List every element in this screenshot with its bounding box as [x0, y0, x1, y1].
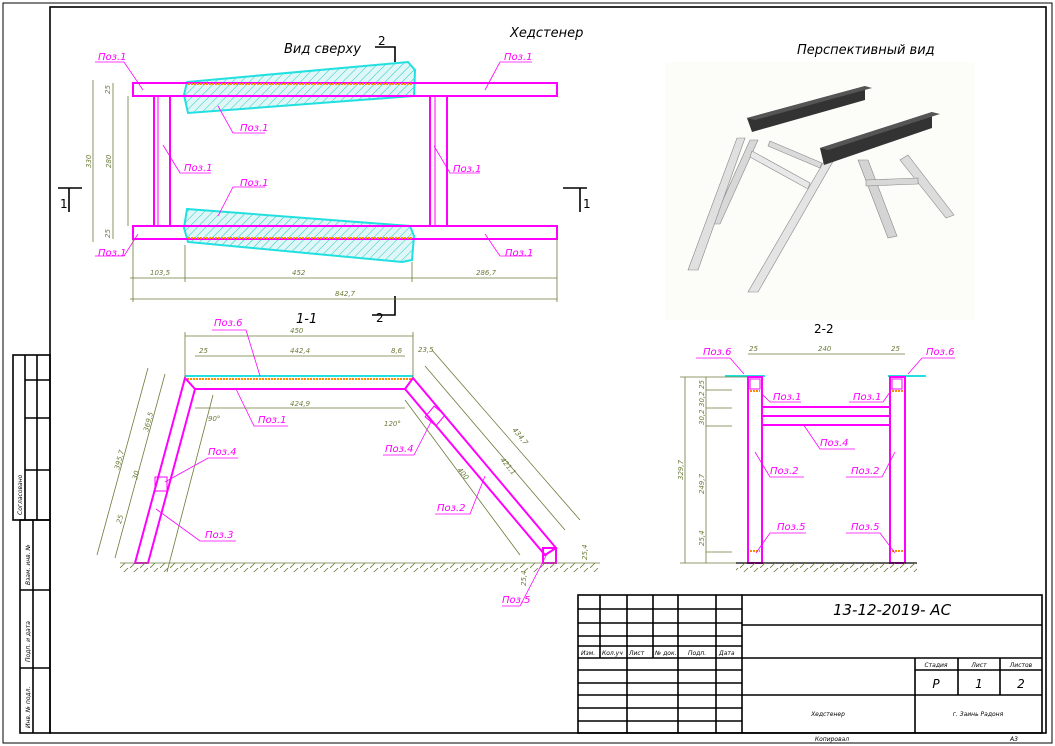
col-header: № док. — [654, 650, 677, 657]
sheet-value: 1 — [975, 677, 983, 691]
part-label: Поз.1 — [505, 248, 534, 259]
col-header: Лист — [628, 650, 645, 657]
part-label: Поз.2 — [851, 466, 880, 477]
part-label: Поз.1 — [240, 178, 269, 189]
dim-label: 8,6 — [391, 347, 403, 355]
dim-label: 329,7 — [677, 459, 685, 480]
cut-1-left: 1 — [60, 197, 68, 211]
dim-label: 25 — [698, 380, 706, 389]
dim-label: 249,7 — [698, 473, 706, 494]
part-label: Поз.1 — [98, 52, 127, 63]
part-label: Поз.6 — [926, 347, 955, 358]
dim-label: 25 — [104, 85, 112, 94]
dim-label: 369,5 — [142, 411, 155, 433]
dim-label: 25,4 — [581, 544, 589, 560]
copied-label: Копировал — [815, 736, 849, 743]
dim-label: 25,4 — [698, 530, 706, 546]
title-block: Изм. Кол.уч Лист № док. Подп. Дата 13-12… — [577, 594, 1043, 743]
dim-label: 25 — [104, 229, 112, 238]
dim-label: 30,2 — [698, 391, 706, 407]
part-label: Поз.1 — [453, 164, 482, 175]
dim-label: 25 — [891, 345, 900, 353]
dim-label: 842,7 — [335, 290, 356, 298]
part-label: Поз.4 — [820, 438, 849, 449]
stage-value: Р — [932, 677, 940, 691]
part-label: Поз.6 — [214, 318, 243, 329]
section-2-title: 2-2 — [814, 322, 834, 336]
section-1-title: 1-1 — [296, 312, 317, 327]
part-label: Поз.1 — [240, 123, 269, 134]
dim-label: 25 — [115, 513, 125, 524]
part-label: Поз.1 — [504, 52, 533, 63]
cut-marks: 2 2 1 1 — [58, 34, 591, 325]
document-code: 13-12-2019- АС — [833, 601, 952, 619]
stamp-inv-original: Инв. № подл. — [25, 687, 32, 728]
header-title: Хедстенер — [509, 26, 583, 41]
perspective-view — [665, 62, 975, 320]
col-header: Изм. — [581, 650, 595, 657]
stamp-signature-date: Подп. и дата — [25, 621, 32, 662]
angle-label: 90° — [208, 415, 220, 423]
cut-2-bottom: 2 — [376, 311, 384, 325]
dim-label: 330 — [85, 154, 93, 168]
dim-label: 286,7 — [476, 269, 497, 277]
dim-label: 25,4 — [520, 570, 528, 586]
part-label: Поз.3 — [205, 530, 234, 541]
part-label: Поз.5 — [851, 522, 880, 533]
part-label: Поз.4 — [385, 444, 414, 455]
dim-label: 30 — [131, 469, 141, 480]
part-label: Поз.1 — [853, 392, 882, 403]
col-header: Подп. — [688, 650, 706, 657]
dim-label: 103,5 — [150, 269, 171, 277]
drawing-name: Хедстенер — [810, 711, 845, 718]
stamp-agreed: Согласовано — [17, 474, 24, 515]
dim-label: 400 — [455, 466, 470, 482]
dim-label: 395,7 — [113, 449, 126, 471]
part-label: Поз.4 — [208, 447, 237, 458]
part-label: Поз.2 — [770, 466, 799, 477]
organization: г. Заинь Радоня — [953, 711, 1004, 718]
dim-label: 421,1 — [498, 456, 517, 476]
section-1-view: 450 442,4 424,9 25 8,6 23,5 395,7 369,5 … — [96, 318, 600, 607]
dim-label: 23,5 — [418, 346, 434, 354]
part-label: Поз.6 — [703, 347, 732, 358]
top-view-title: Вид сверху — [284, 42, 361, 57]
sheet-header: Лист — [970, 662, 987, 669]
sheets-value: 2 — [1017, 677, 1025, 691]
col-header: Дата — [718, 650, 735, 657]
col-header: Кол.уч — [602, 650, 623, 657]
stage-header: Стадия — [924, 662, 947, 669]
cut-1-right: 1 — [583, 197, 591, 211]
sheets-header: Листов — [1009, 662, 1033, 669]
dim-label: 442,4 — [290, 347, 310, 355]
dim-label: 450 — [290, 327, 304, 335]
perspective-title: Перспективный вид — [797, 43, 935, 58]
dim-label: 424,9 — [290, 400, 311, 408]
part-label: Поз.1 — [98, 248, 127, 259]
dim-label: 452 — [292, 269, 306, 277]
part-label: Поз.1 — [184, 163, 213, 174]
side-stamp: Согласовано Взам. инв. № Подп. и дата Ин… — [12, 354, 51, 734]
format-label: А3 — [1009, 736, 1018, 743]
stamp-replaced-inv: Взам. инв. № — [25, 544, 32, 585]
dim-label: 30,2 — [698, 409, 706, 425]
dim-label: 280 — [105, 154, 113, 168]
part-label: Поз.2 — [437, 503, 466, 514]
dim-label: 25 — [199, 347, 208, 355]
part-label: Поз.5 — [777, 522, 806, 533]
angle-label: 120° — [384, 420, 401, 428]
part-label: Поз.1 — [773, 392, 802, 403]
dim-label: 25 — [749, 345, 758, 353]
dim-label: 240 — [818, 345, 832, 353]
part-label: Поз.1 — [258, 415, 287, 426]
section-2-view: 25 240 25 25 30,2 30,2 329,7 249,7 25,4 … — [677, 345, 955, 572]
top-view: Поз.1 Поз.1 Поз.1 Поз.1 Поз.1 Поз.1 Поз.… — [85, 52, 558, 302]
cut-2-top: 2 — [378, 34, 386, 48]
part-label: Поз.5 — [502, 595, 531, 606]
